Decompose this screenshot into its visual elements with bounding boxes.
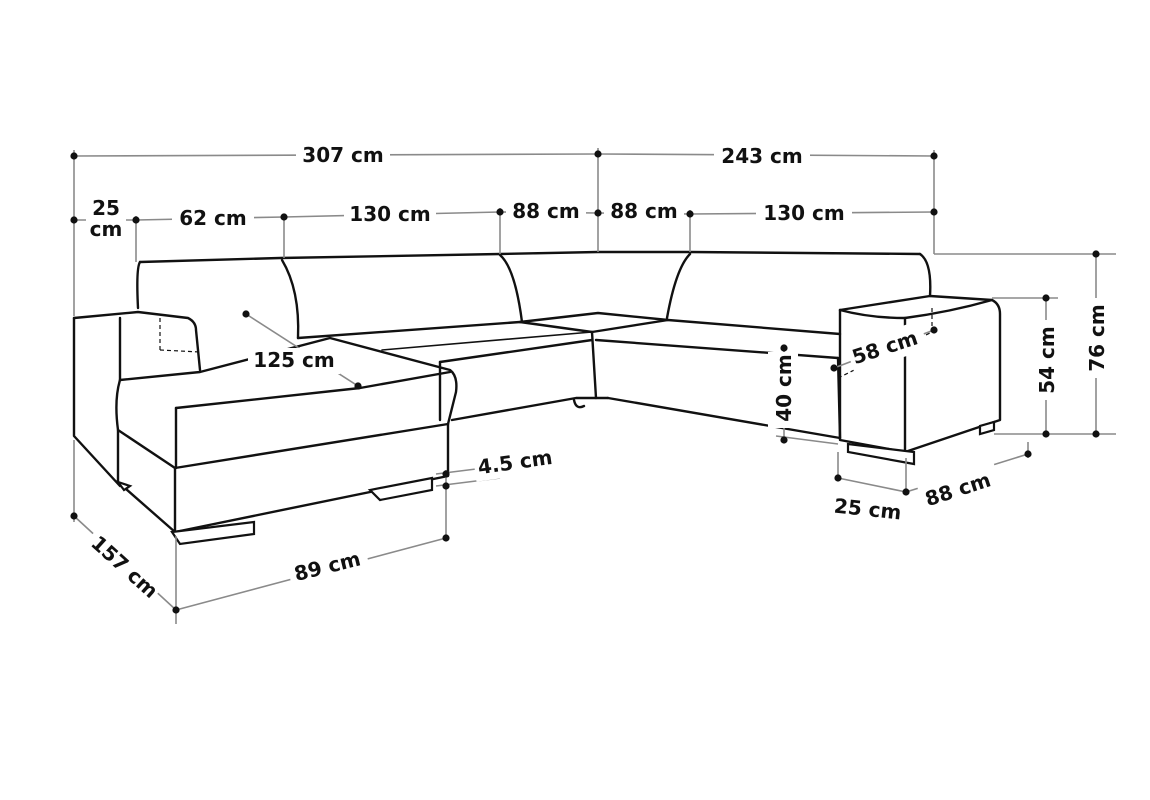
label-88-right: 88 cm (610, 199, 678, 223)
label-62: 62 cm (179, 206, 247, 230)
label-25-line2: cm (90, 217, 123, 241)
label-130-right: 130 cm (763, 201, 844, 225)
dimension-endpoints (70, 150, 1100, 614)
label-243: 243 cm (721, 144, 802, 168)
label-157: 157 cm (86, 531, 163, 603)
label-54: 54 cm (1035, 326, 1059, 394)
label-130-left: 130 cm (349, 202, 430, 226)
label-88-left: 88 cm (512, 199, 580, 223)
label-76: 76 cm (1085, 304, 1109, 372)
label-40: 40 cm (772, 354, 796, 422)
label-125: 125 cm (253, 348, 334, 372)
label-25-line1: 25 (92, 196, 120, 220)
label-307: 307 cm (302, 143, 383, 167)
